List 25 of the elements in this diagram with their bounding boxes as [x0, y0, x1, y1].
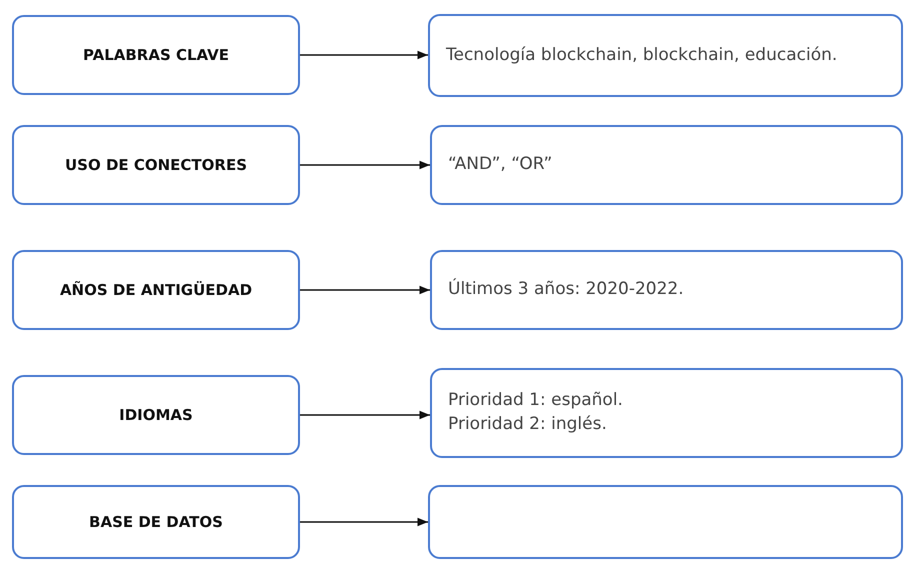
value-text: Prioridad 1: español.: [448, 389, 624, 412]
value-box: [428, 485, 903, 559]
arrow: [300, 410, 430, 420]
value-box: [430, 250, 903, 330]
category-box: [12, 125, 300, 205]
category-box: [12, 485, 300, 559]
arrow: [300, 518, 428, 526]
category-label: AÑOS DE ANTIGÜEDAD: [60, 281, 252, 299]
value-text: Últimos 3 años: 2020-2022.: [448, 278, 685, 302]
value-text: “AND”, “OR”: [448, 153, 554, 176]
arrow: [300, 286, 430, 294]
category-label: BASE DE DATOS: [89, 513, 223, 531]
arrow: [300, 50, 428, 60]
value-text: Prioridad 2: inglés.: [448, 413, 608, 436]
value-box: [430, 368, 903, 458]
category-box: [12, 375, 300, 455]
value-box: [430, 125, 903, 205]
arrow: [300, 160, 430, 170]
category-label: USO DE CONECTORES: [64, 156, 248, 174]
category-label: PALABRAS CLAVE: [82, 46, 230, 64]
value-text: Tecnología blockchain, blockchain, educación.: [446, 44, 838, 67]
category-label: IDIOMAS: [119, 406, 193, 424]
value-box: [428, 14, 903, 97]
category-box: [12, 15, 300, 95]
category-box: [12, 250, 300, 330]
